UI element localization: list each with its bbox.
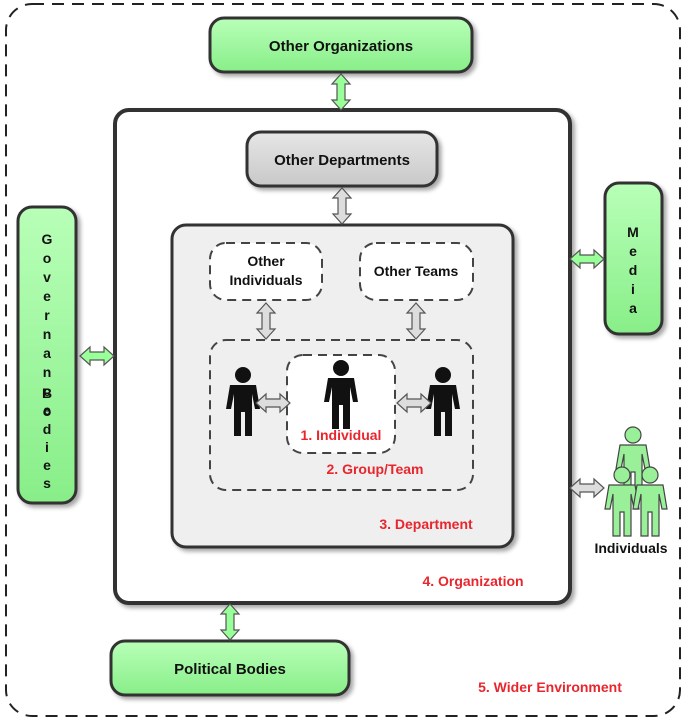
arrow-governance-organization — [79, 346, 115, 366]
arrow-other-individuals-group — [255, 302, 277, 340]
svg-text:a: a — [629, 300, 637, 316]
svg-text:d: d — [629, 262, 638, 278]
individuals-label: Individuals — [594, 540, 667, 556]
svg-text:o: o — [43, 250, 52, 266]
governance-bodies-box — [16, 205, 78, 505]
arrow-other-teams-group — [405, 302, 427, 340]
svg-text:B: B — [42, 385, 52, 401]
svg-text:n: n — [43, 326, 52, 342]
other-individuals-label-line1: Other — [247, 253, 285, 269]
political-bodies-box — [109, 639, 351, 697]
media-label: M e d i a — [627, 224, 639, 316]
svg-text:v: v — [43, 269, 51, 285]
group-team-box — [209, 339, 474, 491]
svg-text:e: e — [629, 243, 637, 259]
level-label-individual: 1. Individual — [301, 427, 382, 443]
governance-bodies-label-word2: B o d i e s — [42, 385, 52, 491]
other-teams-box — [359, 242, 474, 301]
political-bodies-label: Political Bodies — [174, 661, 286, 678]
governance-bodies-label: G o v e r n a n c e — [42, 231, 53, 418]
other-individuals-box — [209, 242, 323, 301]
svg-text:n: n — [43, 364, 52, 380]
other-departments-box — [245, 130, 439, 188]
level-label-group-team: 2. Group/Team — [327, 461, 424, 477]
individuals-group-icon — [604, 426, 668, 537]
other-individuals-label-line2: Individuals — [229, 272, 302, 288]
media-box — [603, 181, 664, 336]
arrow-organization-media — [569, 249, 605, 269]
arrow-organization-political-bodies — [219, 603, 241, 641]
level-label-wider-environment: 5. Wider Environment — [478, 679, 622, 695]
level-label-department: 3. Department — [379, 516, 473, 532]
other-organizations-label: Other Organizations — [269, 38, 413, 55]
svg-text:e: e — [43, 402, 51, 418]
svg-text:i: i — [631, 281, 635, 297]
arrow-other-organizations-organization — [330, 73, 352, 111]
svg-text:i: i — [45, 439, 49, 455]
other-organizations-box — [208, 16, 474, 74]
level-label-organization: 4. Organization — [422, 573, 523, 589]
other-teams-label: Other Teams — [374, 263, 459, 279]
svg-text:d: d — [43, 421, 52, 437]
arrow-other-departments-department — [331, 187, 353, 225]
svg-text:c: c — [43, 383, 51, 399]
svg-text:a: a — [43, 345, 51, 361]
svg-text:s: s — [43, 475, 51, 491]
svg-text:o: o — [43, 403, 52, 419]
svg-text:G: G — [42, 231, 53, 247]
svg-text:e: e — [43, 288, 51, 304]
other-departments-label: Other Departments — [274, 152, 410, 169]
svg-text:M: M — [627, 224, 639, 240]
arrow-organization-individuals — [569, 478, 605, 498]
svg-text:e: e — [43, 457, 51, 473]
svg-text:r: r — [44, 307, 50, 323]
wider-environment-boundary — [5, 3, 681, 717]
